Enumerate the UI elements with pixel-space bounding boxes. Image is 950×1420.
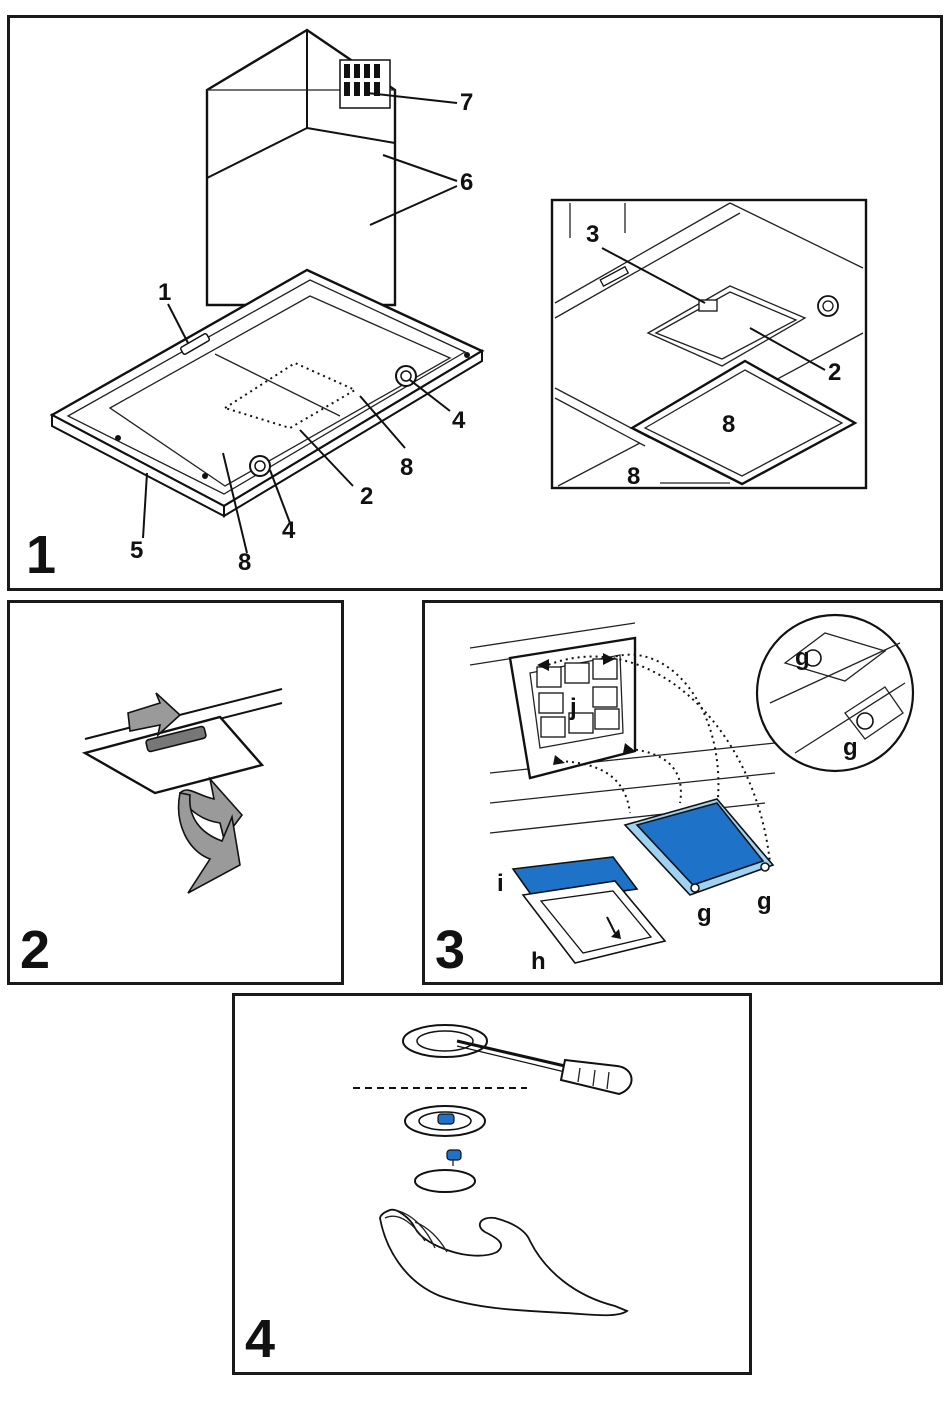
panel-number: 1 [26, 528, 56, 582]
inset-callout-3: 3 [586, 221, 599, 248]
hand-icon [380, 1210, 627, 1316]
inset-callout-8: 8 [722, 411, 735, 438]
callout-g: g [843, 734, 858, 761]
lamp-replacement-diagram [235, 996, 749, 1372]
bulb-icon [447, 1150, 461, 1160]
callout-g: g [757, 888, 772, 915]
panel-number: 2 [20, 923, 50, 977]
panel-2-control-panel: 2 [7, 600, 344, 985]
hood-diagram: 1 7 6 5 8 4 2 8 4 [10, 18, 940, 588]
callout-8: 8 [400, 454, 413, 481]
panel-number: 4 [245, 1312, 275, 1366]
callout-j: j [569, 694, 577, 721]
vent-grille [340, 60, 390, 108]
panel-3-filter-replacement: j i h g g g g 3 [422, 600, 943, 985]
callout-4: 4 [282, 517, 296, 544]
panel-number: 3 [435, 923, 465, 977]
callout-5: 5 [130, 537, 143, 564]
callout-2: 2 [360, 483, 373, 510]
callout-1: 1 [158, 279, 171, 306]
callout-g: g [795, 644, 810, 671]
inset-callout-2: 2 [828, 359, 841, 386]
callout-8: 8 [238, 549, 251, 576]
callout-h: h [531, 948, 546, 975]
panel-4-lamp-replacement: 4 [232, 993, 752, 1375]
inset-callout-8: 8 [627, 463, 640, 490]
callout-4: 4 [452, 407, 466, 434]
filter-replacement-diagram: j i h g g g g [425, 603, 940, 982]
callout-i: i [497, 870, 504, 897]
panel-1-hood-overview: 1 7 6 5 8 4 2 8 4 [7, 15, 943, 591]
callout-7: 7 [460, 89, 473, 116]
callout-g: g [697, 900, 712, 927]
callout-6: 6 [460, 169, 473, 196]
control-panel-diagram [10, 603, 341, 982]
